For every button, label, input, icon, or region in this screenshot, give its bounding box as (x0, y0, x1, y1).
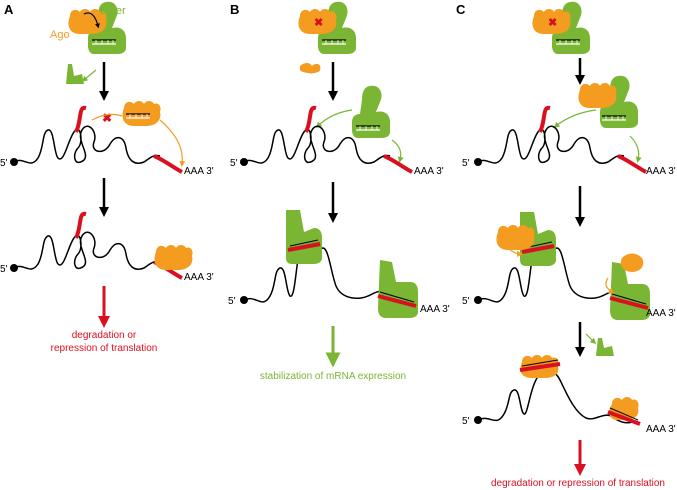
svg-text:✖: ✖ (314, 17, 323, 29)
outcome-a-line2: repression of translation (51, 343, 158, 354)
three-prime-a1: AAA 3' (184, 166, 214, 177)
mrna-c1 (473, 105, 647, 174)
three-prime-b2: AAA 3' (420, 304, 450, 315)
dicer-label: Dicer (100, 5, 126, 17)
three-prime-b1: AAA 3' (414, 166, 444, 177)
panel-a-letter: A (4, 2, 14, 17)
ago-risc-c (578, 83, 617, 108)
mrna-c3 (474, 355, 641, 426)
five-prime-c3: 5' (462, 416, 470, 427)
panel-c: C ✖ 5' AAA 3' (456, 1, 676, 489)
outcome-b: stabilization of mRNA expression (260, 371, 406, 382)
five-prime-b2: 5' (228, 296, 236, 307)
outcome-c: degradation or repression of translation (491, 478, 665, 489)
mrna-a2 (9, 211, 193, 280)
mrna-b2 (240, 210, 418, 318)
five-prime-c2: 5' (462, 296, 470, 307)
panel-b: B ✖ 5' AAA 3' (228, 1, 450, 382)
mrna-a1 (9, 105, 183, 174)
three-prime-c1: AAA 3' (646, 166, 676, 177)
five-prime-b1: 5' (230, 158, 238, 169)
outcome-a-line1: degradation or (72, 330, 137, 341)
three-prime-a2: AAA 3' (184, 272, 214, 283)
mrna-b1 (239, 105, 413, 174)
svg-text:✖: ✖ (548, 17, 557, 29)
five-prime-a2: 5' (0, 264, 8, 275)
dicer-ago-complex-a (68, 1, 126, 55)
ago-label: Ago (50, 29, 70, 41)
dicer-ago-complex-c: ✖ (532, 1, 590, 55)
released-dicer (66, 64, 84, 84)
five-prime-a1: 5' (0, 158, 8, 169)
mrna-c2 (474, 212, 650, 320)
panel-c-letter: C (456, 2, 466, 17)
three-prime-c2: AAA 3' (646, 308, 676, 319)
panel-b-letter: B (230, 2, 239, 17)
dicer-ago-complex-b: ✖ (298, 1, 356, 55)
svg-text:✖: ✖ (102, 111, 112, 125)
three-prime-c3: AAA 3' (646, 424, 676, 435)
released-dicer-c (596, 338, 614, 356)
panel-a: A Dicer Ago ✖ 5' AAA 3' (0, 1, 214, 354)
five-prime-c1: 5' (462, 158, 470, 169)
